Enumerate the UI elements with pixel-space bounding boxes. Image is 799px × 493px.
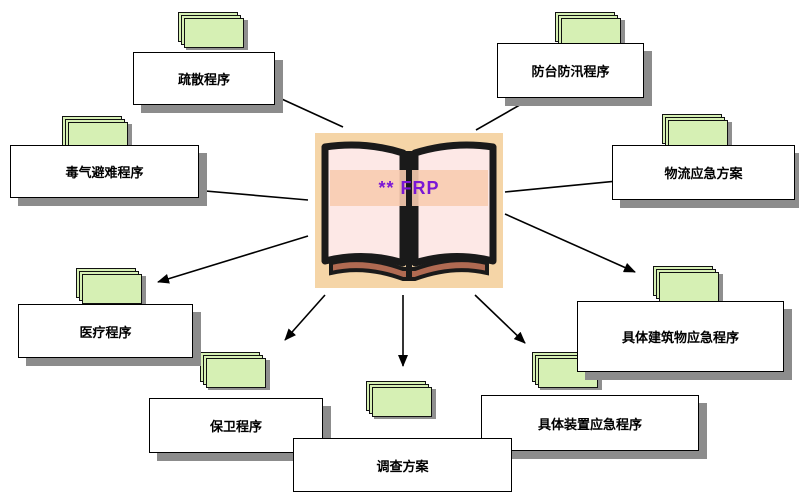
node-investigation: 调查方案 <box>293 438 512 492</box>
node-medical: 医疗程序 <box>18 304 193 358</box>
arrow-building <box>504 213 636 273</box>
node-flood: 防台防汛程序 <box>497 43 644 98</box>
document-stack-icon <box>76 268 146 306</box>
node-building: 具体建筑物应急程序 <box>577 301 784 372</box>
arrow-medical <box>157 235 309 284</box>
document-stack-icon <box>366 381 436 419</box>
arrow-security <box>284 294 326 341</box>
arrow-evacuation <box>261 89 344 128</box>
document-stack-icon <box>200 352 270 390</box>
node-equipment: 具体装置应急程序 <box>481 395 699 451</box>
frp-book-icon <box>315 133 503 288</box>
arrow-equipment <box>474 294 526 344</box>
node-evacuation: 疏散程序 <box>133 52 275 105</box>
document-stack-icon <box>653 266 723 304</box>
node-logistics: 物流应急方案 <box>612 145 795 200</box>
document-stack-icon <box>178 12 248 50</box>
center-title: ** FRP <box>378 177 440 198</box>
node-toxic-gas: 毒气避难程序 <box>10 145 199 198</box>
